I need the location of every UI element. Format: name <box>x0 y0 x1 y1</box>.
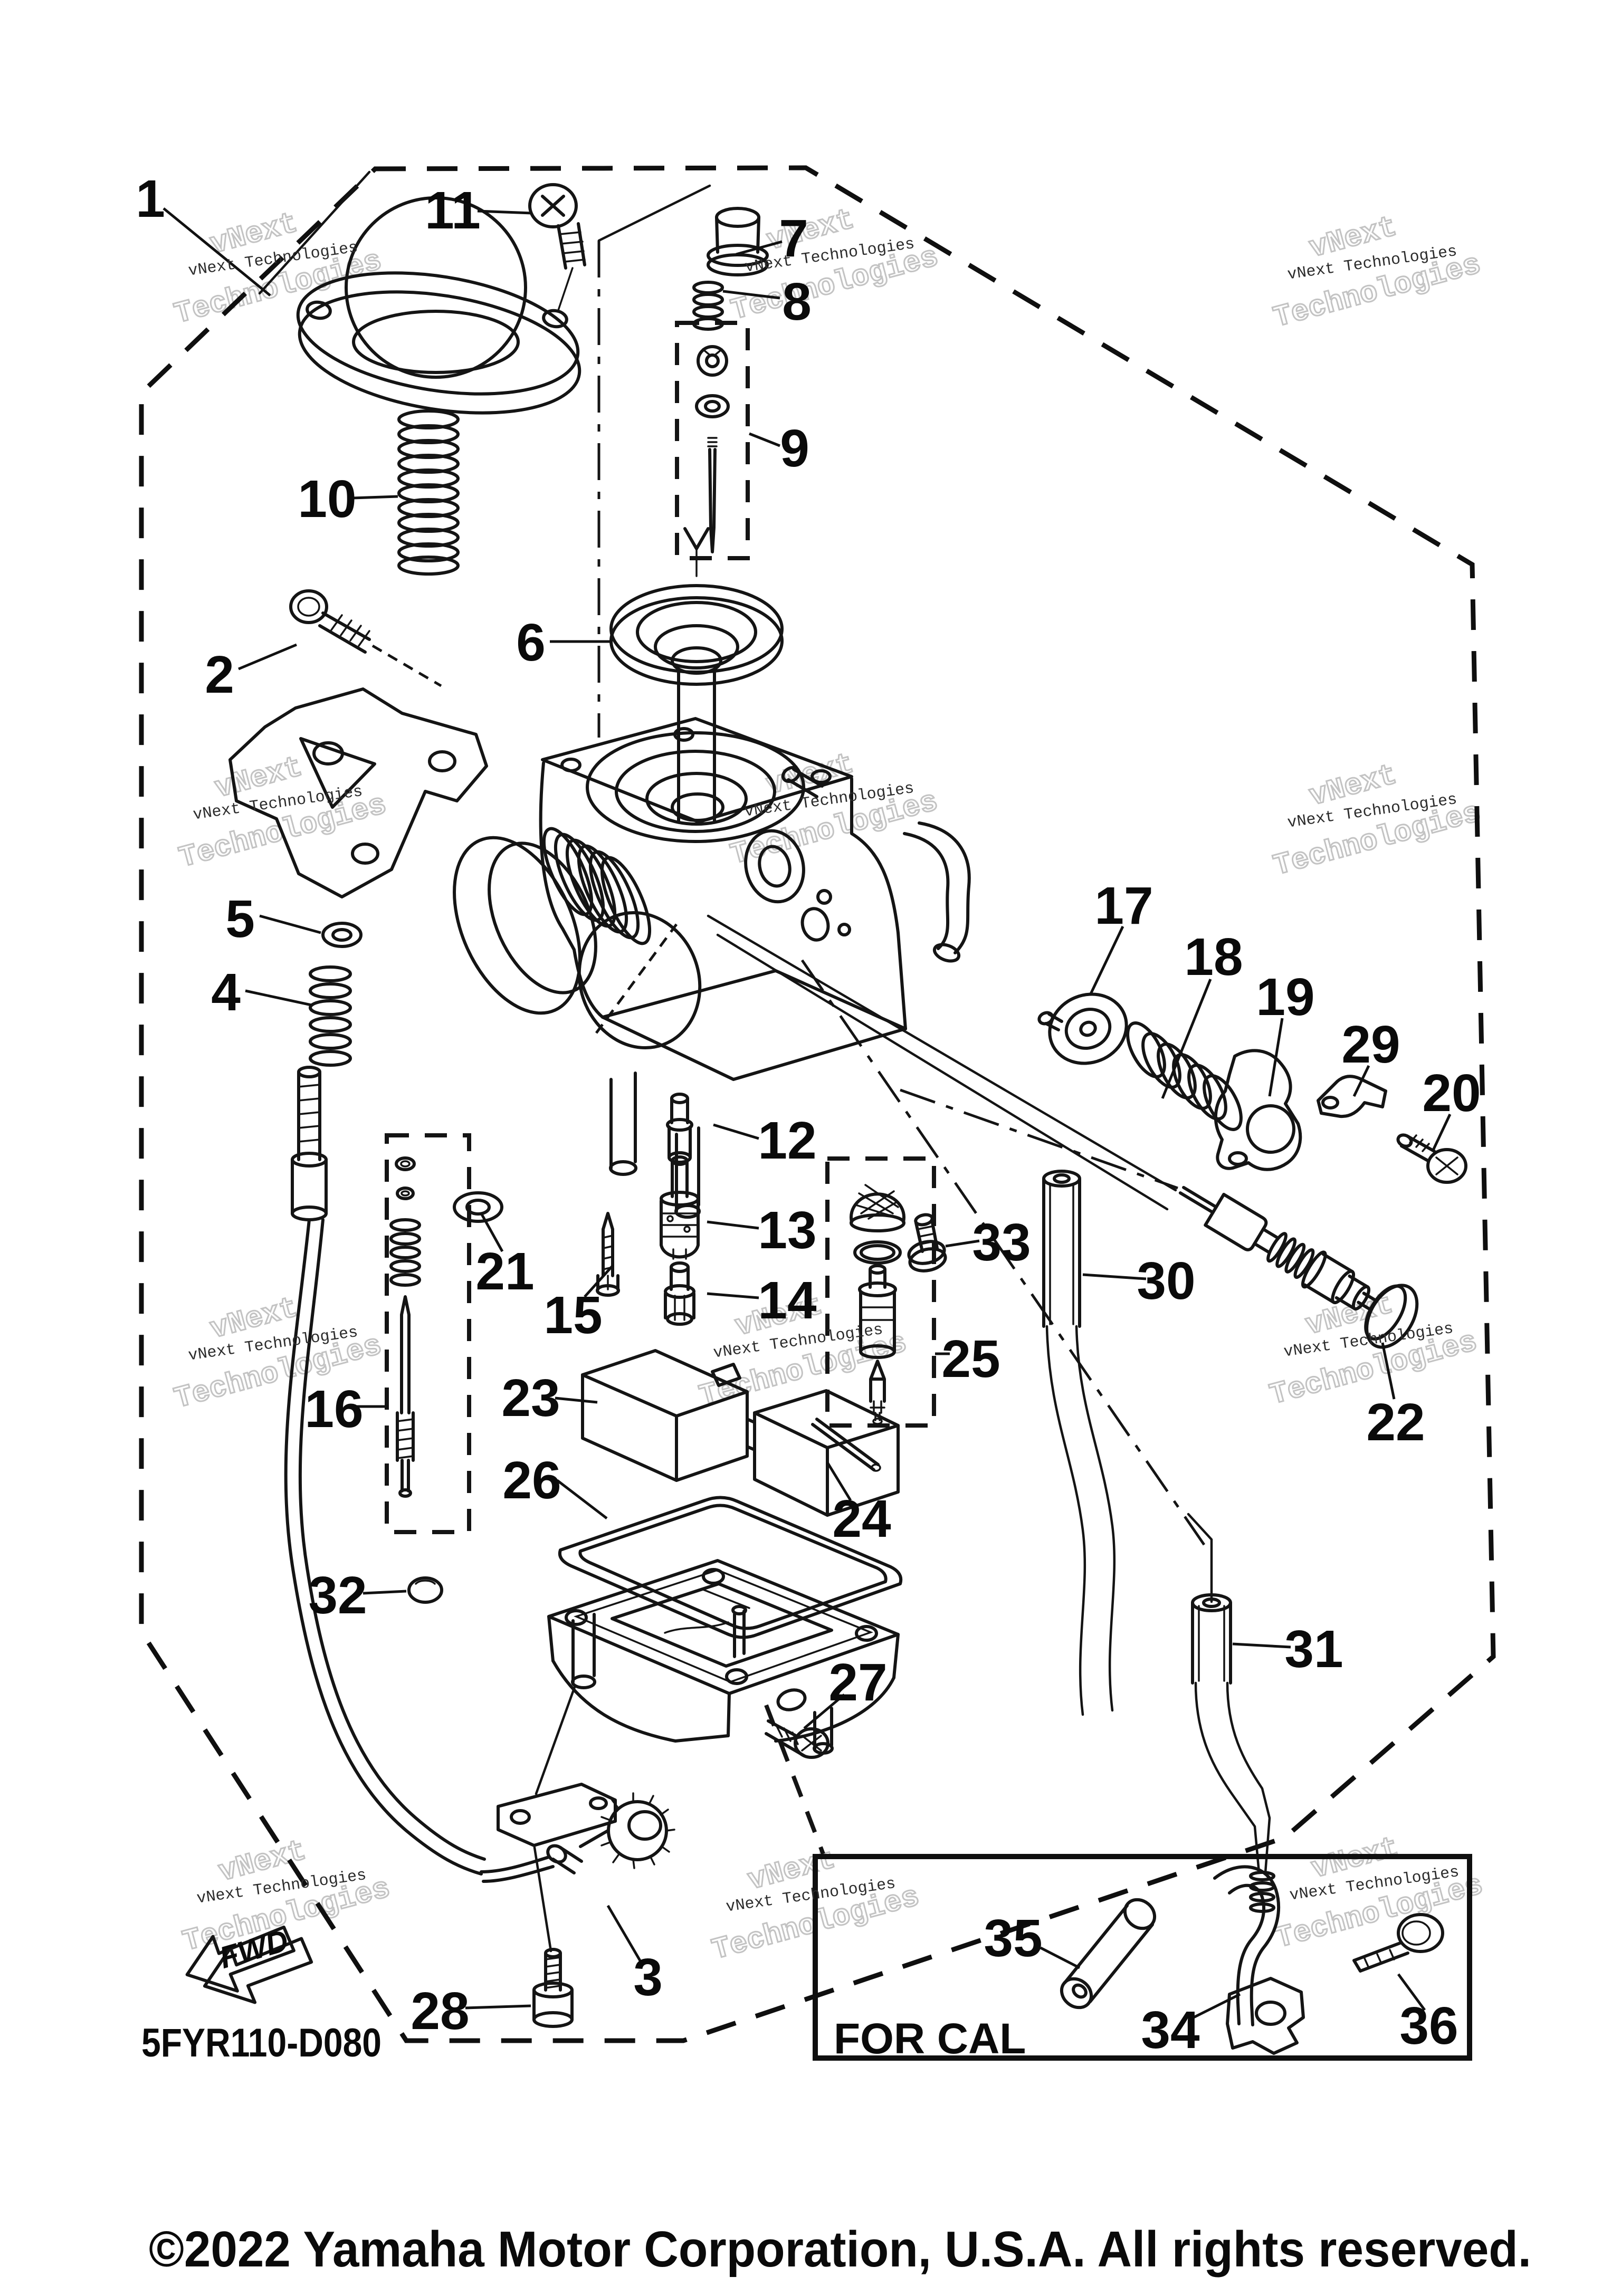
copyright-text: ©2022 Yamaha Motor Corporation, U.S.A. A… <box>149 2221 1531 2278</box>
float-bowl-assembly <box>547 1559 900 1759</box>
part-label-12: 12 <box>758 1111 816 1170</box>
part-label-21: 21 <box>475 1242 534 1301</box>
leader-line-28 <box>465 2004 531 2010</box>
part-label-23: 23 <box>501 1369 560 1428</box>
leader-line-18 <box>1161 979 1212 1099</box>
leader-line-4 <box>245 989 312 1007</box>
leader-line-31 <box>1232 1642 1291 1649</box>
part-label-4: 4 <box>211 963 241 1022</box>
leader-line-30 <box>1082 1273 1147 1280</box>
needle-valve-set <box>825 1156 947 1428</box>
leader-line-35 <box>1040 1946 1081 1969</box>
leader-line-1 <box>163 207 271 296</box>
leader-line-14 <box>707 1292 759 1299</box>
leader-line-32 <box>363 1590 407 1595</box>
leader-line-19 <box>1268 1018 1284 1097</box>
leader-line-17 <box>1089 925 1124 996</box>
choke-assembly <box>1037 992 1467 1349</box>
leader-line-20 <box>1432 1113 1452 1151</box>
part-label-30: 30 <box>1137 1251 1195 1310</box>
construction-lines <box>258 170 1206 1953</box>
part-label-27: 27 <box>828 1653 887 1712</box>
drain-tubes <box>1042 1170 1271 1874</box>
leader-line-10 <box>352 495 398 500</box>
part-labels: 1234567891011121314151617181920212223242… <box>136 169 1481 2060</box>
leader-line-34 <box>1193 1993 1241 2019</box>
part-label-22: 22 <box>1366 1393 1425 1452</box>
leader-line-36 <box>1397 1973 1426 2011</box>
jet-parts <box>453 1093 700 1326</box>
leader-line-7 <box>736 240 783 256</box>
leader-line-27 <box>803 1694 845 1729</box>
leader-line-22 <box>1381 1342 1396 1400</box>
part-label-2: 2 <box>205 645 234 704</box>
leader-line-23 <box>555 1396 598 1404</box>
part-label-14: 14 <box>758 1271 817 1330</box>
leader-line-13 <box>707 1220 759 1230</box>
part-label-20: 20 <box>1422 1064 1481 1123</box>
part-label-36: 36 <box>1399 1996 1458 2055</box>
part-label-31: 31 <box>1284 1620 1343 1679</box>
leader-line-8 <box>722 290 780 300</box>
leader-line-3 <box>606 1905 642 1963</box>
diagram-border <box>139 165 1496 2043</box>
leader-line-12 <box>713 1123 759 1140</box>
part-label-10: 10 <box>298 470 356 529</box>
leader-line-24 <box>826 1461 852 1501</box>
spring-10 <box>397 409 460 576</box>
leader-line-33 <box>945 1239 980 1248</box>
leader-line-2 <box>238 643 297 671</box>
part-label-33: 33 <box>972 1213 1031 1272</box>
leader-line-26 <box>556 1479 608 1519</box>
part-label-29: 29 <box>1341 1015 1400 1074</box>
for-cal-label: FOR CAL <box>834 2015 1026 2063</box>
diagram-code: 5FYR110-D080 <box>141 2021 382 2065</box>
leader-line-5 <box>259 914 321 934</box>
leader-line-11 <box>477 209 532 215</box>
part-label-35: 35 <box>984 1909 1042 1968</box>
part-label-15: 15 <box>543 1286 602 1345</box>
part-label-16: 16 <box>304 1380 363 1439</box>
part-label-18: 18 <box>1184 927 1243 987</box>
part-label-9: 9 <box>780 419 809 478</box>
part-label-25: 25 <box>941 1329 1000 1389</box>
slide-assembly <box>609 207 784 822</box>
for-cal-box <box>813 1854 1472 2061</box>
carburetor-body <box>453 717 971 1219</box>
leader-line-21 <box>480 1212 504 1252</box>
leader-line-29 <box>1352 1065 1370 1097</box>
leader-line-15 <box>584 1264 614 1298</box>
fuel-valve-assembly <box>480 1783 675 2028</box>
part-label-7: 7 <box>779 209 808 268</box>
part-label-28: 28 <box>411 1982 469 2041</box>
part-label-8: 8 <box>782 272 812 331</box>
part-label-19: 19 <box>1256 968 1314 1027</box>
float-valve-parts <box>385 1133 471 1604</box>
valve-seat-box-25 <box>825 1156 936 1428</box>
for-cal-section: FOR CAL <box>764 1704 1472 2063</box>
part-label-11: 11 <box>425 181 481 240</box>
part-label-13: 13 <box>758 1201 816 1260</box>
part-label-32: 32 <box>308 1566 367 1625</box>
cover-assembly <box>296 183 586 576</box>
part-label-34: 34 <box>1141 2001 1200 2060</box>
part-label-26: 26 <box>502 1451 561 1510</box>
part-label-24: 24 <box>832 1489 891 1548</box>
part-label-3: 3 <box>633 1948 663 2007</box>
part-label-5: 5 <box>225 889 255 949</box>
leader-lines <box>163 207 1452 2019</box>
leader-line-9 <box>749 432 780 447</box>
needle-set-box-9 <box>675 321 750 560</box>
needle-screw-box-16 <box>385 1133 471 1534</box>
part-label-1: 1 <box>136 169 165 228</box>
part-label-6: 6 <box>516 613 546 672</box>
throttle-cable <box>284 922 486 1876</box>
part-label-17: 17 <box>1094 876 1153 935</box>
top-bracket-assembly <box>228 589 488 898</box>
